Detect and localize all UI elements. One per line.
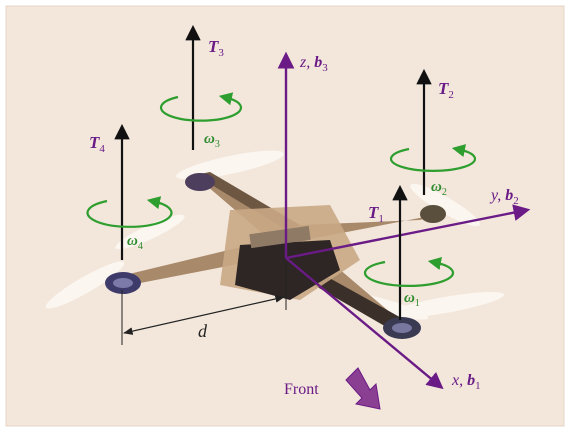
front-label: Front [284,381,319,398]
dimension-label: d [198,321,208,341]
